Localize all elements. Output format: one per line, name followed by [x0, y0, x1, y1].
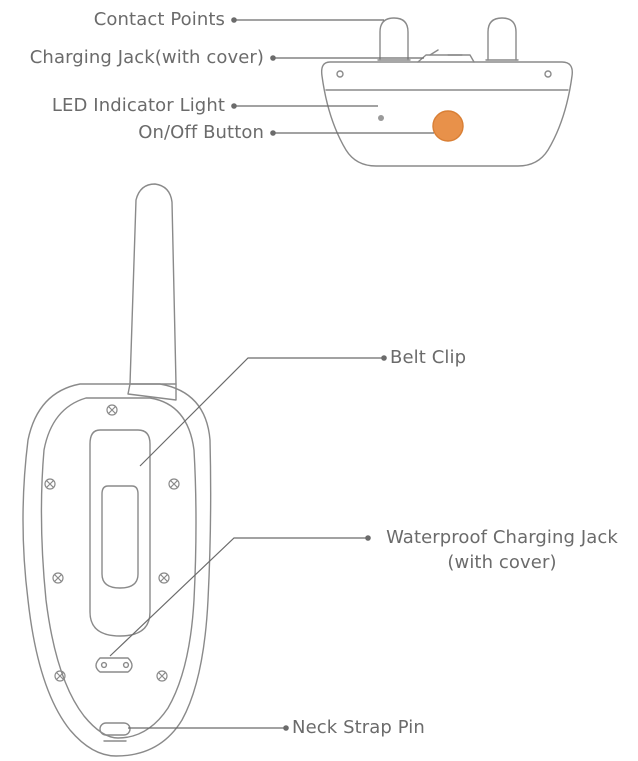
- label-charging-jack: Charging Jack(with cover): [29, 47, 264, 68]
- label-belt-clip: Belt Clip: [390, 347, 467, 368]
- label-waterproof-jack-line2: (with cover): [447, 552, 557, 573]
- neck-strap-pin-icon: [99, 722, 131, 736]
- on-off-button-icon: [432, 110, 464, 142]
- label-waterproof-jack-line1: Waterproof Charging Jack: [386, 527, 618, 548]
- screw-icon: [544, 70, 552, 78]
- screw-icon: [44, 478, 56, 490]
- antenna: [129, 183, 177, 385]
- collar-receiver: [320, 17, 573, 167]
- screw-icon: [336, 70, 344, 78]
- leader-waterproof-jack: [109, 537, 368, 657]
- led-indicator-icon: [378, 115, 384, 121]
- screw-icon: [54, 670, 66, 682]
- screw-icon: [106, 404, 118, 416]
- label-neck-strap-pin: Neck Strap Pin: [292, 717, 425, 738]
- screw-icon: [158, 572, 170, 584]
- remote-outer-body: [22, 383, 212, 757]
- remote-inner-body: [40, 397, 197, 739]
- label-on-off-button: On/Off Button: [138, 122, 264, 143]
- belt-clip-outer: [89, 429, 151, 637]
- leader-belt-clip: [139, 357, 384, 467]
- label-led-indicator: LED Indicator Light: [51, 95, 225, 116]
- screw-icon: [156, 670, 168, 682]
- charging-jack-cover: [417, 54, 475, 63]
- screw-icon: [52, 572, 64, 584]
- label-contact-points: Contact Points: [93, 9, 225, 30]
- contact-point-left: [379, 17, 409, 61]
- collar-body: [320, 61, 573, 167]
- waterproof-jack-cover: [95, 657, 133, 673]
- contact-point-right: [487, 17, 517, 61]
- belt-clip-inner: [101, 485, 139, 589]
- remote-transmitter: [22, 183, 212, 757]
- screw-icon: [168, 478, 180, 490]
